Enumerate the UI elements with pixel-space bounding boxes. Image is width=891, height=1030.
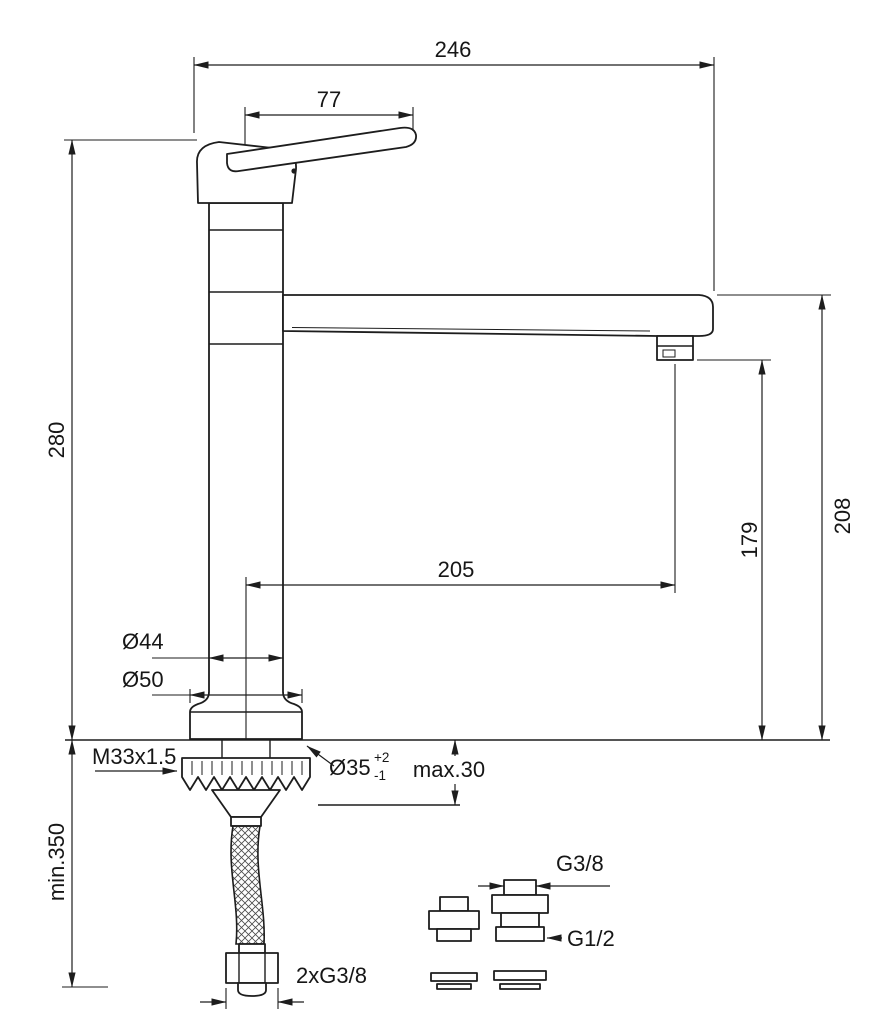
- hole-diameter-label: Ø35: [329, 755, 371, 780]
- hose-collar: [230, 816, 262, 827]
- dim-base-diameter-label: Ø50: [122, 667, 164, 692]
- dim-lever-length: 77: [244, 87, 414, 145]
- dim-spout-projection-label: 246: [435, 37, 472, 62]
- dim-height: 280: [44, 139, 197, 741]
- dim-adapter-top-thread: G3/8: [478, 851, 610, 890]
- dim-outlet-height: 179: [697, 359, 771, 741]
- mounting-thread-label: M33x1.5: [92, 744, 176, 769]
- faucet-outline: [189, 126, 714, 740]
- nut-cone: [211, 789, 281, 818]
- dim-supply-connection: 2xG3/8: [200, 963, 367, 1009]
- threaded-shank: [221, 740, 271, 758]
- adapter-top-thread-label: G3/8: [556, 851, 604, 876]
- lever-handle: [226, 126, 417, 173]
- adapter-fittings: [428, 879, 549, 990]
- hose-end-fitting: [225, 943, 279, 997]
- dim-spout-height: 208: [717, 294, 855, 741]
- dim-spout-height-label: 208: [830, 498, 855, 535]
- lever-pivot-dot: [291, 168, 297, 174]
- dim-min-clearance: min.350: [44, 739, 108, 988]
- dim-max-deck-label: max.30: [413, 757, 485, 782]
- supply-hose: [230, 825, 265, 945]
- dim-height-label: 280: [44, 422, 69, 459]
- callout-mounting-thread: M33x1.5: [92, 744, 178, 775]
- dim-min-clearance-label: min.350: [44, 823, 69, 901]
- dim-supply-connection-label: 2xG3/8: [296, 963, 367, 988]
- dim-base-diameter: Ø50: [122, 667, 303, 703]
- adapter-fitting-left: [428, 896, 480, 942]
- adapter-bottom-thread-label: G1/2: [567, 926, 615, 951]
- dim-lever-length-label: 77: [317, 87, 341, 112]
- hole-tolerance-upper: +2: [374, 750, 389, 765]
- callout-hole-diameter: Ø35 +2 -1: [306, 745, 389, 783]
- dim-body-diameter-label: Ø44: [122, 629, 164, 654]
- gaskets: [430, 970, 547, 990]
- dim-outlet-reach-label: 205: [438, 557, 475, 582]
- aerator: [656, 335, 694, 361]
- dim-spout-projection: 246: [193, 37, 715, 291]
- spout: [282, 294, 714, 337]
- hole-tolerance-lower: -1: [374, 768, 386, 783]
- serrated-lock-nut: [181, 757, 311, 791]
- dim-body-diameter: Ø44: [122, 629, 284, 662]
- installation-parts: [65, 739, 830, 997]
- dim-adapter-bottom-thread: G1/2: [546, 926, 615, 951]
- dim-outlet-height-label: 179: [737, 522, 762, 559]
- dim-outlet-reach: 205: [245, 364, 676, 739]
- adapter-fitting-right: [491, 879, 549, 942]
- dim-max-deck: max.30: [413, 739, 485, 806]
